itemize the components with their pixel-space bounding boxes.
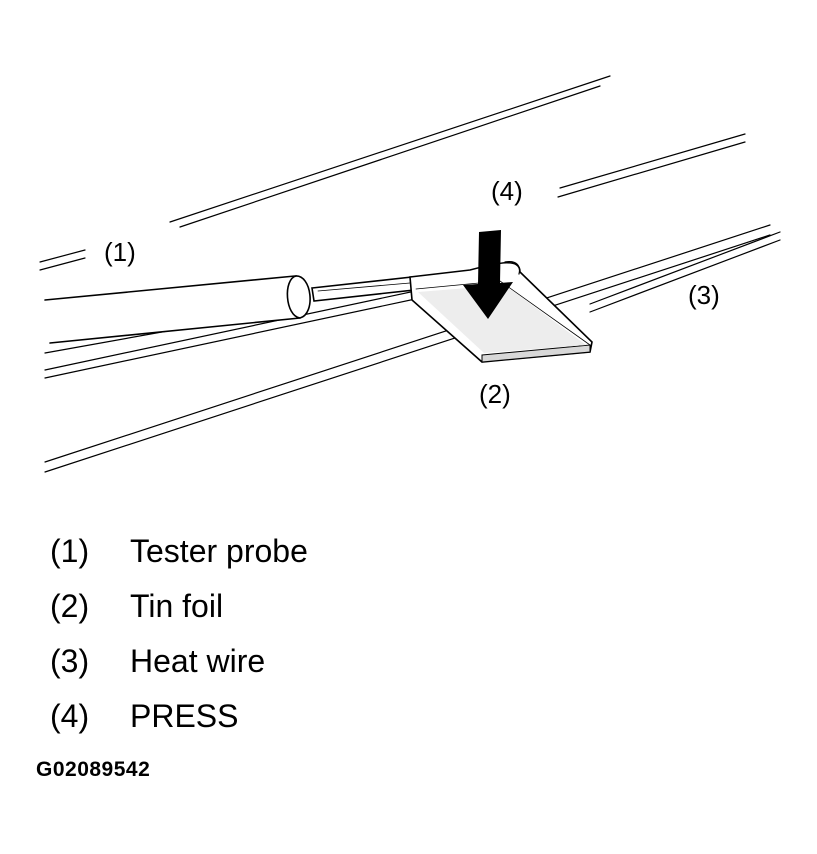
legend-label: Heat wire <box>130 643 266 679</box>
press-arrow-icon <box>463 230 513 319</box>
legend-item-heat-wire: (3) Heat wire <box>50 640 308 695</box>
legend-label: PRESS <box>130 698 239 734</box>
callout-press: (4) <box>491 176 523 206</box>
left-stub-lines <box>39 249 86 271</box>
legend-item-press: (4) PRESS <box>50 695 308 750</box>
tester-probe <box>44 275 415 344</box>
legend-number: (3) <box>50 643 90 679</box>
lower-glass-line <box>44 224 771 473</box>
tin-foil <box>409 261 593 363</box>
diagram-illustration <box>39 75 781 473</box>
legend-item-tin-foil: (2) Tin foil <box>50 585 308 640</box>
heat-wire <box>44 231 781 379</box>
legend-number: (4) <box>50 698 90 734</box>
callout-heat-wire: (3) <box>688 280 720 310</box>
legend-label: Tester probe <box>130 533 308 569</box>
legend: (1) Tester probe (2) Tin foil (3) Heat wire… <box>50 530 308 750</box>
callout-tester-probe: (1) <box>104 237 136 267</box>
heat-wire-upper <box>557 133 746 198</box>
legend-number: (2) <box>50 588 90 624</box>
legend-label: Tin foil <box>130 588 224 624</box>
legend-item-tester-probe: (1) Tester probe <box>50 530 308 585</box>
legend-number: (1) <box>50 533 90 569</box>
upper-glass-line <box>169 75 611 228</box>
callout-tin-foil: (2) <box>479 379 511 409</box>
figure-code: G02089542 <box>36 758 151 781</box>
